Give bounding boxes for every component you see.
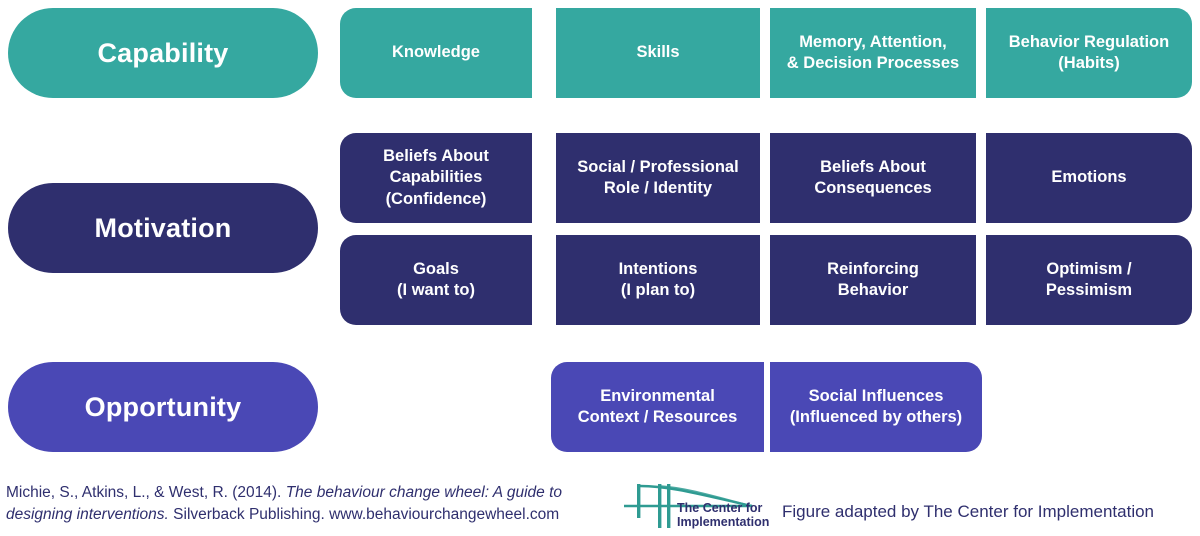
item-line-2: Behavior (837, 281, 909, 299)
category-pill-motivation: Motivation (8, 183, 318, 273)
opportunity-item-environmental-context: Environmental Context / Resources (551, 362, 764, 452)
category-pill-capability: Capability (8, 8, 318, 98)
item-line-1: Optimism / (1046, 259, 1132, 278)
motivation-item-beliefs-about-consequences: Beliefs About Consequences (770, 133, 976, 223)
item-line-2: & Decision Processes (786, 54, 960, 72)
item-line-1: Memory, Attention, (799, 32, 947, 51)
item-line-1: Emotions (1051, 168, 1127, 187)
category-label-opportunity: Opportunity (84, 391, 242, 422)
bridge-icon: The Center for Implementation (624, 484, 769, 529)
item-line-2: Role / Identity (603, 179, 713, 197)
motivation-item-goals: Goals (I want to) (340, 235, 532, 325)
motivation-item-beliefs-about-capabilities: Beliefs About Capabilities (Confidence) (340, 133, 532, 223)
figure-footer: Michie, S., Atkins, L., & West, R. (2014… (0, 470, 1200, 536)
category-pill-opportunity: Opportunity (8, 362, 318, 452)
capability-item-memory-attention-decision: Memory, Attention, & Decision Processes (770, 8, 976, 98)
item-line-1: Behavior Regulation (1008, 32, 1170, 51)
item-line-2: Context / Resources (577, 408, 738, 426)
item-line-1: Reinforcing (827, 259, 919, 278)
citation-title-italic: The behaviour change wheel: A guide to d… (6, 484, 563, 523)
item-line-3: (Confidence) (385, 189, 487, 208)
item-line-2: Consequences (814, 179, 932, 197)
motivation-item-intentions: Intentions (I plan to) (556, 235, 760, 325)
item-line-1: Goals (413, 259, 459, 278)
item-line-2: (I want to) (397, 281, 475, 299)
capability-item-knowledge: Knowledge (340, 8, 532, 98)
motivation-item-reinforcing-behavior: Reinforcing Behavior (770, 235, 976, 325)
motivation-item-emotions: Emotions (986, 133, 1192, 223)
citation-authors-year: Michie, S., Atkins, L., & West, R. (2014… (6, 484, 286, 501)
item-line-2: (I plan to) (620, 281, 696, 299)
item-line-2: (Habits) (1058, 54, 1120, 72)
item-line-1: Intentions (618, 259, 698, 278)
category-label-capability: Capability (97, 37, 229, 68)
item-line-1: Environmental (600, 386, 715, 405)
motivation-item-social-professional-role: Social / Professional Role / Identity (556, 133, 760, 223)
item-line-1: Beliefs About (383, 147, 489, 166)
source-citation: Michie, S., Atkins, L., & West, R. (2014… (6, 482, 616, 526)
adapted-by-note: Figure adapted by The Center for Impleme… (782, 502, 1155, 521)
item-line-1: Social / Professional (577, 157, 739, 176)
item-line-2: Capabilities (389, 168, 483, 187)
logo-text-line-2: Implementation (677, 515, 769, 529)
opportunity-item-social-influences: Social Influences (Influenced by others) (770, 362, 982, 452)
item-line-2: Pessimism (1045, 281, 1133, 299)
item-line-2: (Influenced by others) (789, 408, 963, 426)
item-line-1: Skills (636, 43, 680, 62)
item-line-1: Knowledge (391, 43, 480, 62)
center-for-implementation-logo: The Center for Implementation (620, 476, 770, 532)
category-label-motivation: Motivation (94, 212, 232, 243)
citation-publisher-url: Silverback Publishing. www.behaviourchan… (168, 506, 560, 523)
item-line-1: Social Influences (808, 386, 944, 405)
logo-text-line-1: The Center for (677, 501, 763, 515)
motivation-item-optimism-pessimism: Optimism / Pessimism (986, 235, 1192, 325)
item-line-1: Beliefs About (820, 157, 926, 176)
capability-item-skills: Skills (556, 8, 760, 98)
capability-item-behavior-regulation: Behavior Regulation (Habits) (986, 8, 1192, 98)
